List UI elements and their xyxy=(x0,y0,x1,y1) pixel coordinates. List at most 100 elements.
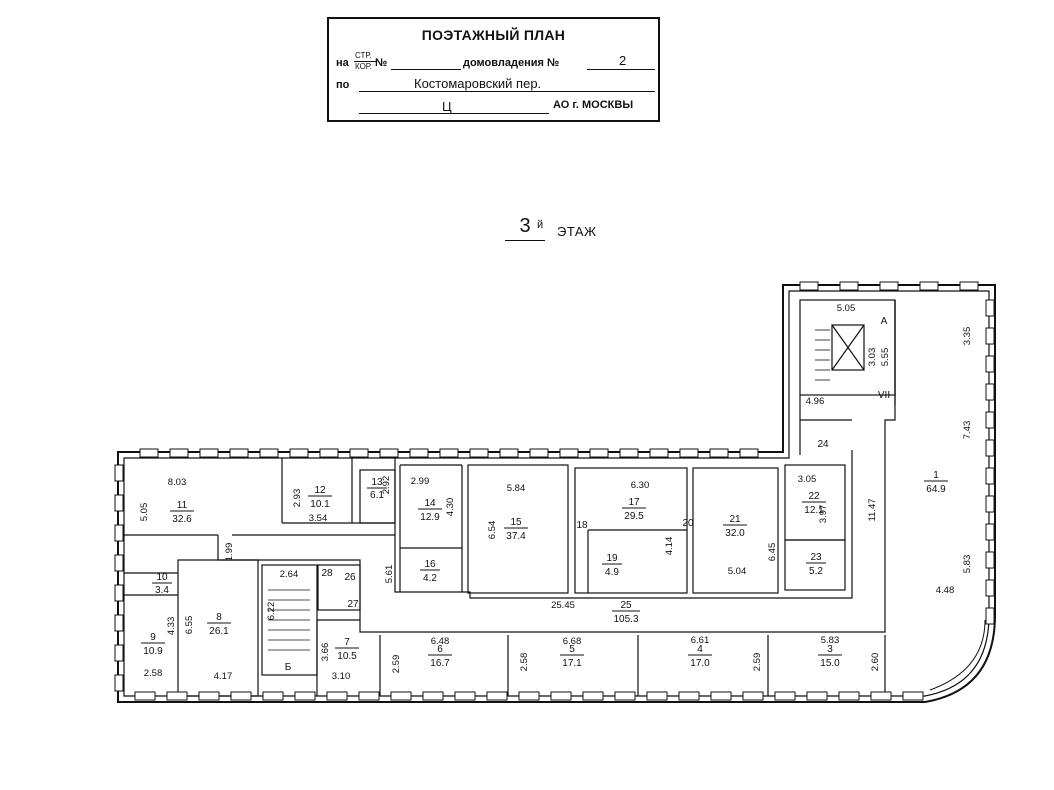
window-mark xyxy=(114,644,124,662)
dim: 2.93 xyxy=(292,489,303,508)
plan-walls xyxy=(117,284,996,703)
svg-text:4.9: 4.9 xyxy=(605,567,619,578)
room-4: 417.0 xyxy=(688,644,712,669)
window-mark xyxy=(902,691,924,701)
svg-text:12: 12 xyxy=(314,485,326,496)
dim: 8.03 xyxy=(168,477,187,488)
svg-text:16.7: 16.7 xyxy=(430,658,450,669)
dim: 5.04 xyxy=(728,566,747,577)
dimension-labels: 5.05 3.35 3.03 5.55 4.96 7.43 11.47 5.83… xyxy=(139,303,973,682)
room-1: 164.9 xyxy=(924,470,948,495)
dim: 5.05 xyxy=(837,303,856,314)
window-marks xyxy=(114,281,995,701)
stamp-domovladeniya-label: домовладения № xyxy=(463,57,560,69)
dim: 5.61 xyxy=(384,565,395,584)
dim: 5.83 xyxy=(821,635,840,646)
dim: 2.92 xyxy=(381,476,392,495)
window-mark xyxy=(486,691,508,701)
floor-number: 3 xyxy=(505,215,545,241)
window-mark xyxy=(985,299,995,317)
svg-text:12.1: 12.1 xyxy=(804,505,824,516)
room-16: 164.2 xyxy=(420,559,440,584)
window-mark xyxy=(114,614,124,632)
svg-text:10.1: 10.1 xyxy=(310,499,330,510)
svg-text:9: 9 xyxy=(150,632,156,643)
window-mark xyxy=(358,691,380,701)
svg-text:37.4: 37.4 xyxy=(506,531,526,542)
dim: 4.96 xyxy=(806,396,825,407)
dim: 3.35 xyxy=(962,327,973,346)
window-mark xyxy=(229,448,249,458)
window-mark xyxy=(289,448,309,458)
svg-text:17.0: 17.0 xyxy=(690,658,710,669)
window-mark xyxy=(379,448,399,458)
svg-text:29.5: 29.5 xyxy=(624,511,644,522)
svg-text:19: 19 xyxy=(606,553,618,564)
window-mark xyxy=(166,691,188,701)
window-mark xyxy=(139,448,159,458)
window-mark xyxy=(614,691,636,701)
svg-text:16: 16 xyxy=(424,559,436,570)
dim: 7.43 xyxy=(962,421,973,440)
room-12: 12 10.1 xyxy=(308,485,332,510)
stamp-dom-number: 2 xyxy=(619,53,627,68)
svg-text:6.1: 6.1 xyxy=(370,490,384,501)
dim: 25.45 xyxy=(551,600,575,611)
window-mark xyxy=(649,448,669,458)
dim: 4.17 xyxy=(214,671,233,682)
window-mark xyxy=(839,281,859,291)
dim: 3.10 xyxy=(332,671,351,682)
stamp-no-label: № xyxy=(375,57,388,69)
room-10: 103.4 xyxy=(152,572,172,596)
window-mark xyxy=(985,383,995,401)
svg-text:10.5: 10.5 xyxy=(337,651,357,662)
dim: 3.54 xyxy=(309,513,328,524)
dim: 6.68 xyxy=(563,636,582,647)
window-mark xyxy=(319,448,339,458)
window-mark xyxy=(259,448,279,458)
dim: 4.48 xyxy=(936,585,955,596)
svg-text:17: 17 xyxy=(628,497,640,508)
window-mark xyxy=(985,467,995,485)
room-27-label: 27 xyxy=(347,599,359,610)
window-mark xyxy=(678,691,700,701)
window-mark xyxy=(619,448,639,458)
window-mark xyxy=(838,691,860,701)
window-mark xyxy=(870,691,892,701)
svg-text:32.6: 32.6 xyxy=(172,514,192,525)
dim: 3.05 xyxy=(798,474,817,485)
room-17: 17 29.5 xyxy=(622,497,646,522)
window-mark xyxy=(959,281,979,291)
svg-text:13: 13 xyxy=(371,477,383,488)
svg-text:64.9: 64.9 xyxy=(926,484,946,495)
window-mark xyxy=(742,691,764,701)
room-9: 910.9 xyxy=(141,632,165,657)
window-mark xyxy=(985,355,995,373)
svg-text:10.9: 10.9 xyxy=(143,646,163,657)
dim: 2.60 xyxy=(870,653,881,672)
window-mark xyxy=(774,691,796,701)
room-13: 136.1 xyxy=(367,477,387,501)
dim: 6.54 xyxy=(487,521,498,540)
stamp-district: Ц xyxy=(442,99,452,114)
stair-b-label: Б xyxy=(285,662,292,673)
dim: 5.55 xyxy=(880,348,891,367)
dim: 6.22 xyxy=(266,602,277,621)
svg-text:32.0: 32.0 xyxy=(725,528,745,539)
window-mark xyxy=(679,448,699,458)
stamp-str-label: СТР. xyxy=(355,51,372,60)
window-mark xyxy=(114,584,124,602)
window-mark xyxy=(739,448,759,458)
stamp-title: ПОЭТАЖНЫЙ ПЛАН xyxy=(421,27,566,43)
svg-text:105.3: 105.3 xyxy=(613,614,638,625)
dim: 3.97 xyxy=(818,505,829,524)
dim: 5.84 xyxy=(507,483,526,494)
dim: 2.58 xyxy=(144,668,163,679)
window-mark xyxy=(499,448,519,458)
window-mark xyxy=(559,448,579,458)
room-28-label: 28 xyxy=(321,568,333,579)
dim: 11.47 xyxy=(867,498,878,521)
